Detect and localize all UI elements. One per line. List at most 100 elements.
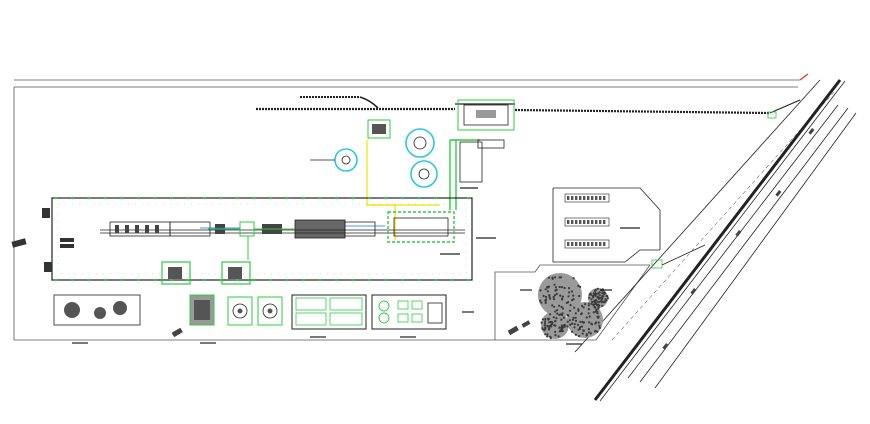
tree-leaf	[554, 289, 557, 292]
tree-leaf	[571, 299, 574, 302]
tree-leaf	[579, 320, 582, 323]
tree-leaf	[591, 300, 594, 304]
tree-leaf	[585, 333, 588, 336]
parking-stall	[603, 242, 606, 246]
tree-leaf	[582, 306, 585, 309]
tree-leaf	[542, 294, 545, 298]
column-marker	[335, 196, 338, 200]
tree-leaf	[571, 330, 574, 333]
tree-leaf	[567, 287, 571, 290]
tree-leaf	[592, 292, 595, 295]
column-marker	[318, 196, 322, 200]
column-marker	[450, 278, 454, 282]
tree-leaf	[584, 303, 587, 306]
column-marker	[153, 278, 157, 282]
tree-leaf	[600, 296, 603, 299]
blue-process-piping	[200, 225, 385, 229]
tree-leaf	[554, 330, 557, 333]
tree-leaf	[547, 317, 550, 320]
column-marker	[269, 196, 272, 200]
clarifier-block-2	[371, 294, 447, 330]
column-marker	[252, 196, 256, 200]
tree-leaf	[558, 285, 561, 289]
parking-stall	[595, 196, 598, 200]
tree-leaf	[547, 276, 551, 279]
process-line-equipment	[100, 219, 465, 239]
loading-equipment	[11, 208, 74, 272]
highway-vehicles	[662, 128, 815, 350]
tree-leaf	[543, 324, 546, 327]
tree-leaf	[552, 316, 555, 319]
tree-leaf	[540, 321, 543, 324]
tree-leaf	[593, 305, 596, 308]
column-marker	[434, 196, 437, 200]
parking-stall	[595, 220, 598, 224]
tree-canopy	[567, 302, 603, 338]
tree-leaf	[595, 303, 599, 306]
column-marker	[54, 196, 58, 200]
tree-leaf	[574, 319, 578, 322]
parking-stall	[599, 196, 602, 200]
tree-leaf	[548, 294, 551, 297]
tree-leaf	[544, 318, 547, 321]
tree-leaf	[574, 312, 577, 315]
process-line-yellow	[366, 140, 440, 240]
tree-leaf	[572, 294, 575, 297]
tree-leaf	[577, 309, 580, 312]
tree-leaf	[603, 293, 606, 296]
tree-leaf	[549, 324, 552, 327]
parking-stall	[603, 220, 606, 224]
column-marker	[104, 196, 107, 200]
column-marker	[54, 278, 58, 282]
parking-stall	[575, 196, 578, 200]
tree-leaf	[595, 308, 598, 311]
tree-leaf	[590, 302, 593, 305]
tree-leaf	[544, 301, 547, 304]
tree-leaf	[597, 296, 600, 299]
tree-leaf	[594, 330, 597, 333]
tree-leaf	[544, 288, 547, 291]
column-marker	[467, 196, 470, 200]
parking-stall	[599, 220, 602, 224]
column-marker	[71, 278, 74, 282]
tree-leaf	[573, 326, 576, 329]
column-marker	[71, 196, 74, 200]
parking-stall	[595, 242, 598, 246]
column-marker	[302, 278, 305, 282]
tree-leaf	[597, 315, 600, 318]
tree-leaf	[581, 320, 584, 324]
column-marker	[236, 278, 239, 282]
tree-leaf	[543, 322, 547, 325]
tree-leaf	[552, 295, 555, 299]
tree-leaf	[561, 312, 564, 315]
tree-leaf	[574, 333, 578, 336]
parking-stall	[579, 242, 582, 246]
column-marker	[285, 278, 289, 282]
tree-leaf	[552, 298, 556, 301]
tree-leaf	[574, 316, 577, 319]
tree-leaf	[539, 289, 542, 292]
tree-leaf	[562, 316, 566, 319]
tree-leaf	[582, 329, 585, 332]
clarifier-block-1	[291, 294, 367, 330]
filter-unit	[189, 294, 215, 326]
tree-leaf	[603, 300, 606, 303]
parking-stall	[587, 196, 590, 200]
tree-leaf	[561, 329, 564, 332]
tree-leaf	[563, 323, 566, 327]
tree-leaf	[578, 327, 581, 331]
parking-stall	[583, 220, 586, 224]
tree-leaf	[549, 313, 552, 316]
parking-stall	[575, 220, 578, 224]
tree-leaf	[555, 292, 558, 295]
parking-stall	[583, 196, 586, 200]
tree-leaf	[594, 294, 597, 297]
parking-area	[552, 187, 661, 263]
tree-leaf	[547, 325, 550, 328]
column-marker	[87, 278, 91, 282]
tree-leaf	[553, 305, 556, 308]
tree-leaf	[579, 285, 582, 288]
tree-leaf	[547, 328, 551, 331]
tree-leaf	[544, 333, 547, 336]
parking-stall	[591, 220, 594, 224]
